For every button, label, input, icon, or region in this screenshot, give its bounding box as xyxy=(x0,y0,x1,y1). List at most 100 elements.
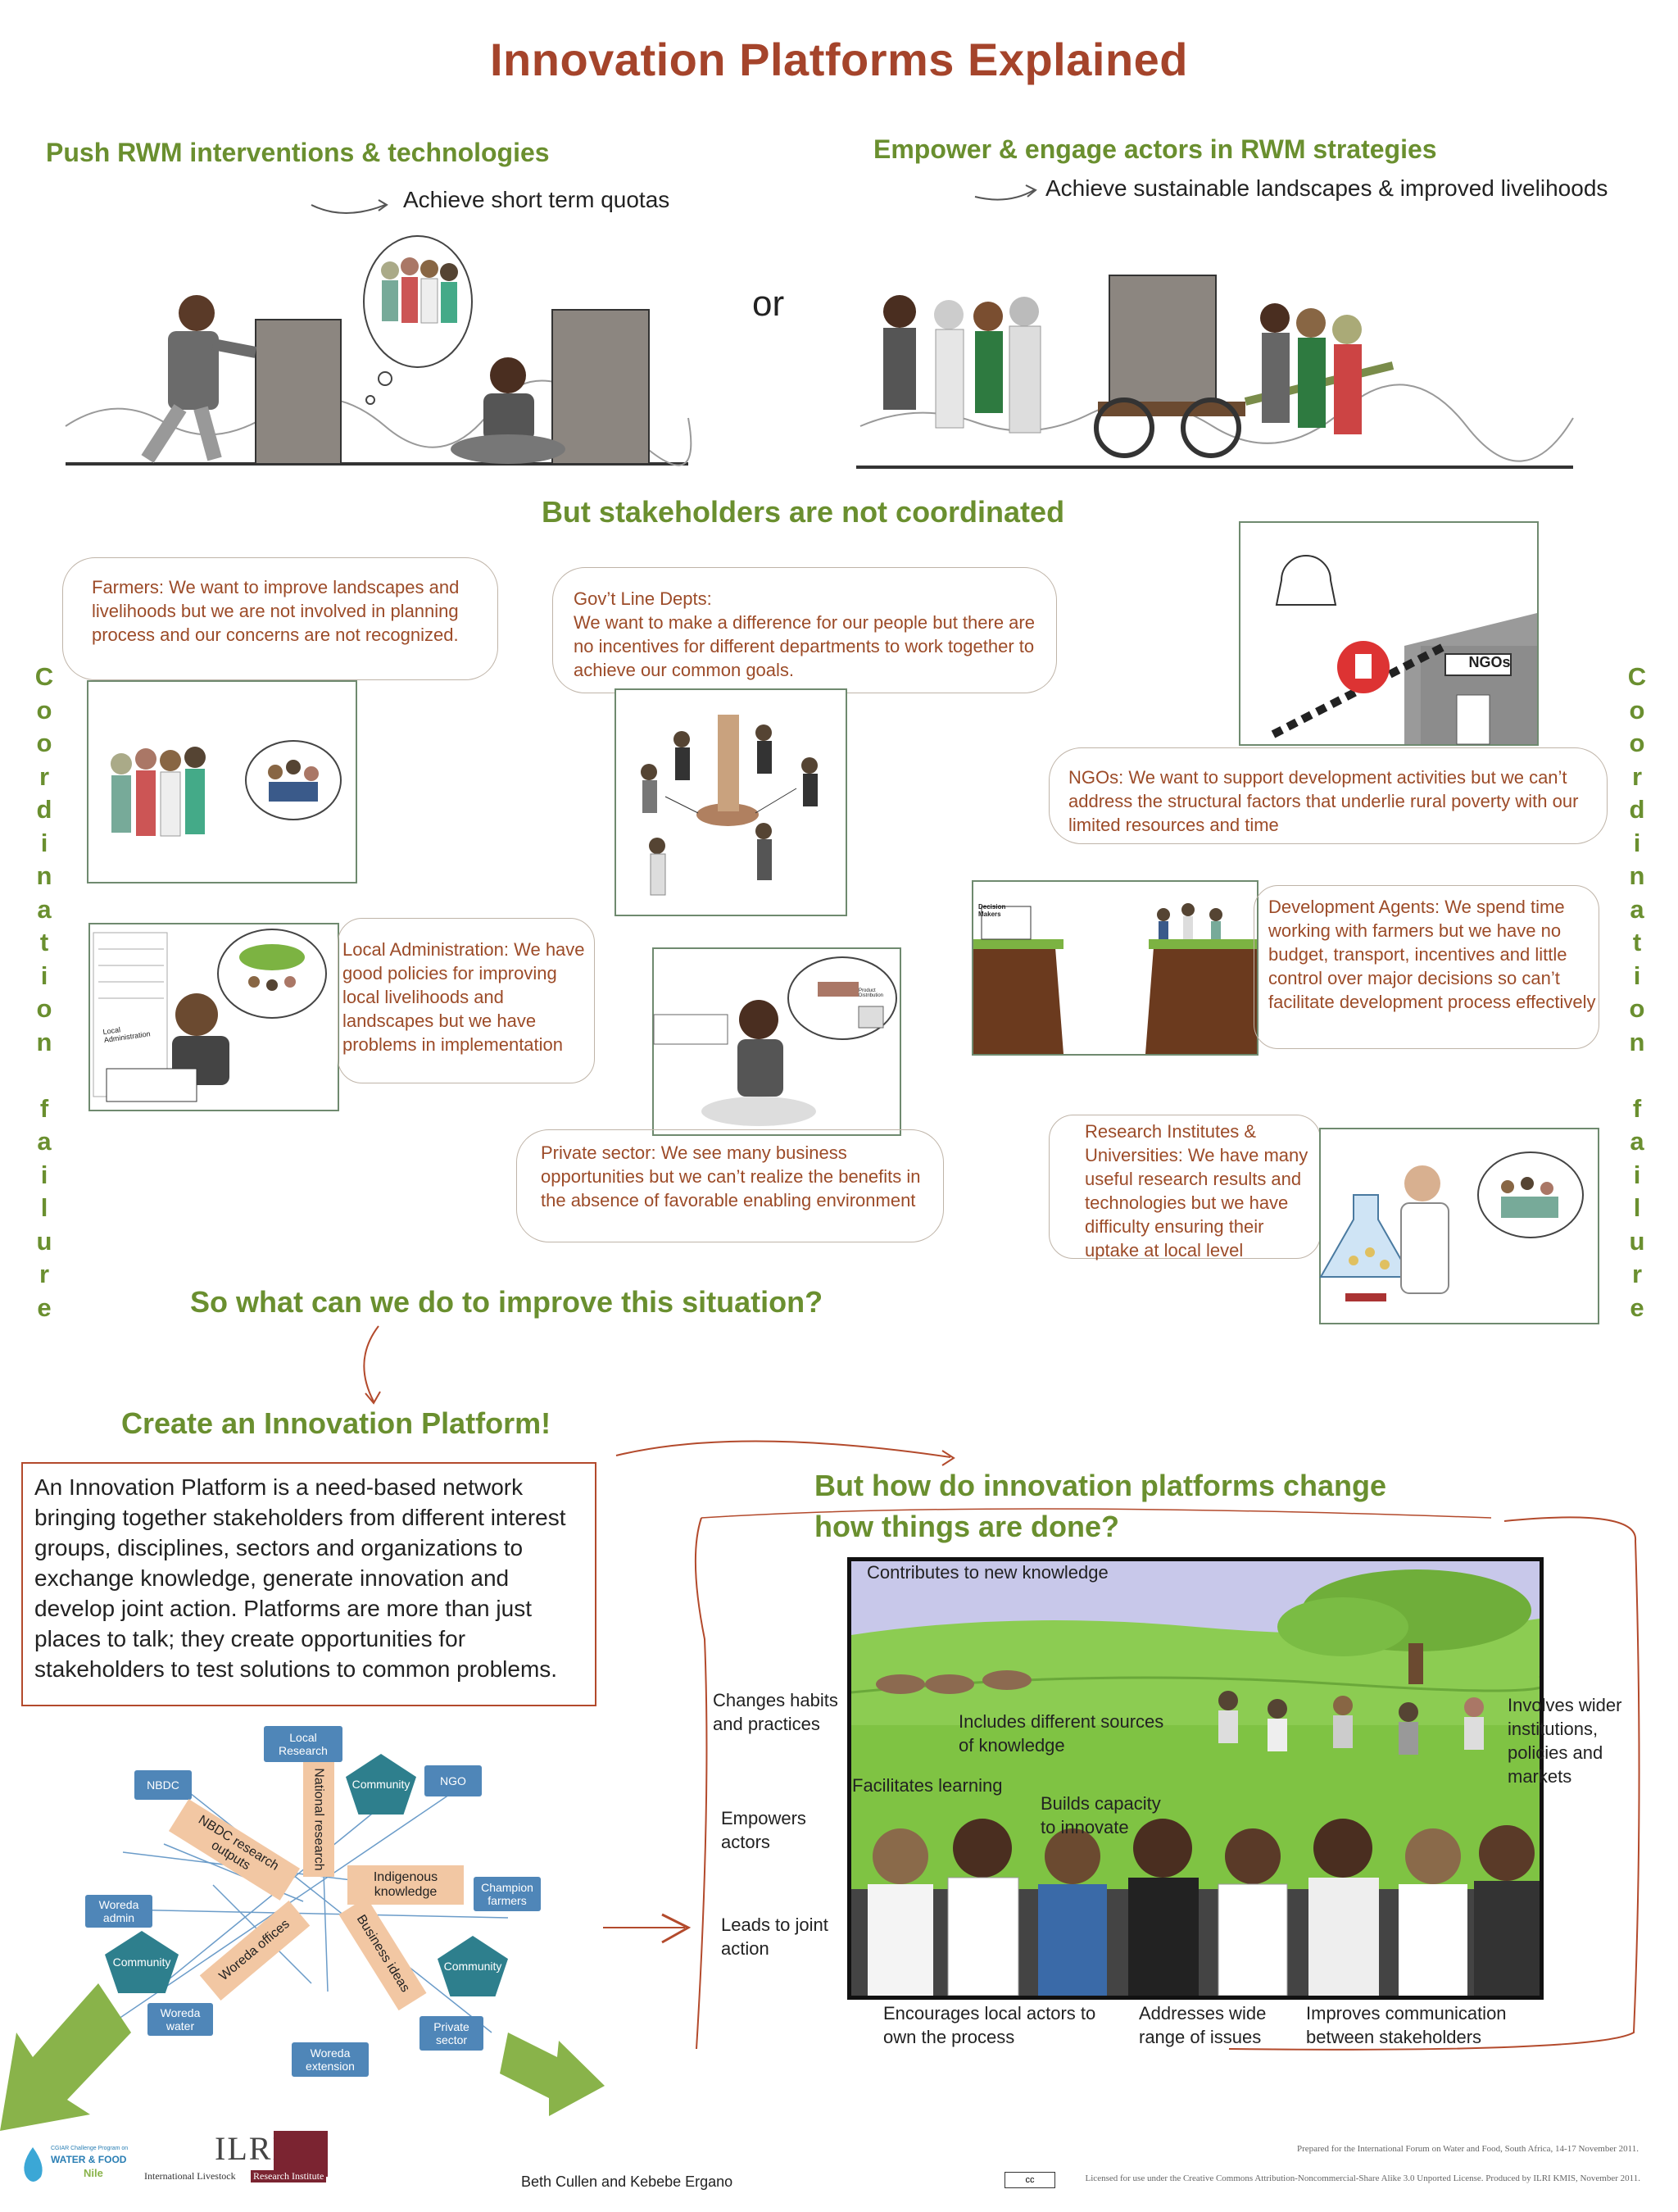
govt-title: Gov’t Line Depts: xyxy=(574,588,712,609)
vertical-letter: r xyxy=(39,761,50,791)
label-contributes: Contributes to new knowledge xyxy=(867,1562,1109,1583)
vertical-letter: a xyxy=(37,1127,52,1156)
vertical-letter: r xyxy=(1631,1260,1643,1288)
vertical-letter: o xyxy=(36,729,52,757)
vertical-letter: C xyxy=(1627,662,1647,691)
local-admin-text: Local Administration: We have good polic… xyxy=(342,939,585,1055)
node-national-research: National research xyxy=(303,1762,334,1877)
vertical-letter: n xyxy=(36,1027,52,1056)
ngos-bubble xyxy=(1049,747,1608,844)
private-sector-image xyxy=(652,947,901,1136)
node-private-sector: Private sector xyxy=(420,2016,483,2051)
vertical-letter: f xyxy=(39,1093,49,1123)
vertical-letter: t xyxy=(1632,928,1642,956)
dev-agents-bubble xyxy=(1254,885,1599,1049)
vertical-letter: i xyxy=(40,828,48,857)
private-sector-bubble xyxy=(516,1129,944,1242)
or-label: or xyxy=(752,284,785,324)
vertical-letter: i xyxy=(1633,961,1641,990)
vertical-letter: C xyxy=(34,662,54,691)
cc-license-badge[interactable]: cc xyxy=(1005,2172,1055,2188)
local-admin-bubble xyxy=(338,918,595,1083)
node-champion: Champion farmers xyxy=(474,1877,541,1911)
vertical-letter: o xyxy=(36,695,52,724)
vertical-letter: d xyxy=(1629,795,1645,824)
left-heading: Push RWM interventions & technologies xyxy=(46,138,550,167)
label-improves: Improves communication between stakehold… xyxy=(1306,2003,1507,2047)
vertical-letter: l xyxy=(1633,1193,1641,1222)
definition-box xyxy=(21,1462,596,1706)
node-nbdc: NBDC xyxy=(134,1770,192,1800)
ilri-name-a: International Livestock xyxy=(144,2170,236,2182)
vertical-letter: e xyxy=(37,1292,52,1322)
label-changes-habits: Changes habits and practices xyxy=(713,1690,838,1734)
ngos-text: NGOs: We want to support development act… xyxy=(1068,767,1579,835)
right-goal: Achieve sustainable landscapes & improve… xyxy=(1045,175,1608,201)
vertical-letter: r xyxy=(1631,761,1643,791)
research-text: Research Institutes & Universities: We h… xyxy=(1085,1121,1308,1260)
top-illustrations xyxy=(65,184,1574,469)
dev-agents-text: Development Agents: We spend time workin… xyxy=(1268,897,1596,1012)
vertical-letter: d xyxy=(36,795,52,824)
vertical-letter: a xyxy=(1630,1127,1644,1156)
label-addresses: Addresses wide range of issues xyxy=(1139,2003,1267,2047)
logo1-sub: Nile xyxy=(84,2167,103,2179)
vertical-letter: o xyxy=(1629,695,1645,724)
page-title: Innovation Platforms Explained xyxy=(489,34,1189,85)
national-research-label: National research xyxy=(312,1768,326,1871)
vertical-letter: t xyxy=(39,928,49,956)
vertical-letter: o xyxy=(36,994,52,1023)
private-sector-text: Private sector: We see many business opp… xyxy=(541,1142,921,1210)
license-note: Licensed for use under the Creative Comm… xyxy=(1085,2173,1640,2183)
vertical-letter: i xyxy=(40,1160,48,1189)
improve-question: So what can we do to improve this situat… xyxy=(190,1285,823,1319)
farmers-bubble xyxy=(62,557,498,680)
vertical-letter: a xyxy=(1630,894,1644,924)
ilri-name-b: Research Institute xyxy=(251,2170,327,2182)
left-goal: Achieve short term quotas xyxy=(403,187,670,212)
prepared-note: Prepared for the International Forum on … xyxy=(1296,2144,1639,2154)
label-encourages: Encourages local actors to own the proce… xyxy=(883,2003,1096,2047)
right-heading: Empower & engage actors in RWM strategie… xyxy=(873,134,1437,164)
label-builds: Builds capacity to innovate xyxy=(1041,1793,1161,1837)
label-facilitates: Facilitates learning xyxy=(852,1775,1003,1796)
vertical-letter: n xyxy=(36,861,52,890)
water-drop-icon xyxy=(24,2147,43,2182)
label-empowers: Empowers actors xyxy=(721,1808,806,1852)
farmers-image xyxy=(87,680,357,883)
change-illustration xyxy=(847,1557,1544,2000)
govt-text: We want to make a difference for our peo… xyxy=(574,612,1035,680)
vertical-letter: n xyxy=(1629,861,1645,890)
coordination-heading: But stakeholders are not coordinated xyxy=(541,495,1065,529)
node-woreda-water: Woreda water xyxy=(147,2003,213,2036)
vertical-letter: u xyxy=(36,1226,52,1256)
ilri-logo-block xyxy=(274,2131,328,2177)
vertical-letter: u xyxy=(1629,1226,1645,1256)
label-involves: Involves wider institutions, policies an… xyxy=(1508,1695,1622,1787)
node-community-top: Community xyxy=(346,1754,416,1815)
logo1-top: CGIAR Challenge Program on xyxy=(51,2146,129,2151)
definition-text: An Innovation Platform is a need-based n… xyxy=(34,1474,566,1682)
vertical-letter: i xyxy=(40,961,48,990)
node-ngo: NGO xyxy=(424,1765,482,1796)
vertical-letter: o xyxy=(1629,994,1645,1023)
change-heading-line2: how things are done? xyxy=(814,1510,1120,1543)
research-image xyxy=(1319,1128,1599,1324)
vertical-letter: r xyxy=(39,1260,50,1288)
product-distribution-label: Product Distribution xyxy=(859,988,884,998)
vertical-letter: i xyxy=(1633,828,1641,857)
vertical-letter: n xyxy=(1629,1027,1645,1056)
dev-agents-image xyxy=(972,880,1258,1056)
vertical-letter: f xyxy=(1632,1093,1642,1123)
node-woreda-admin: Woreda admin xyxy=(85,1895,152,1928)
vertical-letter: e xyxy=(1630,1292,1644,1322)
local-admin-image xyxy=(88,923,339,1111)
node-local-research: Local Research xyxy=(264,1726,342,1762)
ilri-logo: ILRI xyxy=(215,2130,285,2167)
ngos-image xyxy=(1239,521,1539,746)
decision-makers-label: Decision Makers xyxy=(978,903,1006,918)
authors: Beth Cullen and Kebebe Ergano xyxy=(521,2173,733,2190)
farmers-text: Farmers: We want to improve landscapes a… xyxy=(92,577,460,645)
